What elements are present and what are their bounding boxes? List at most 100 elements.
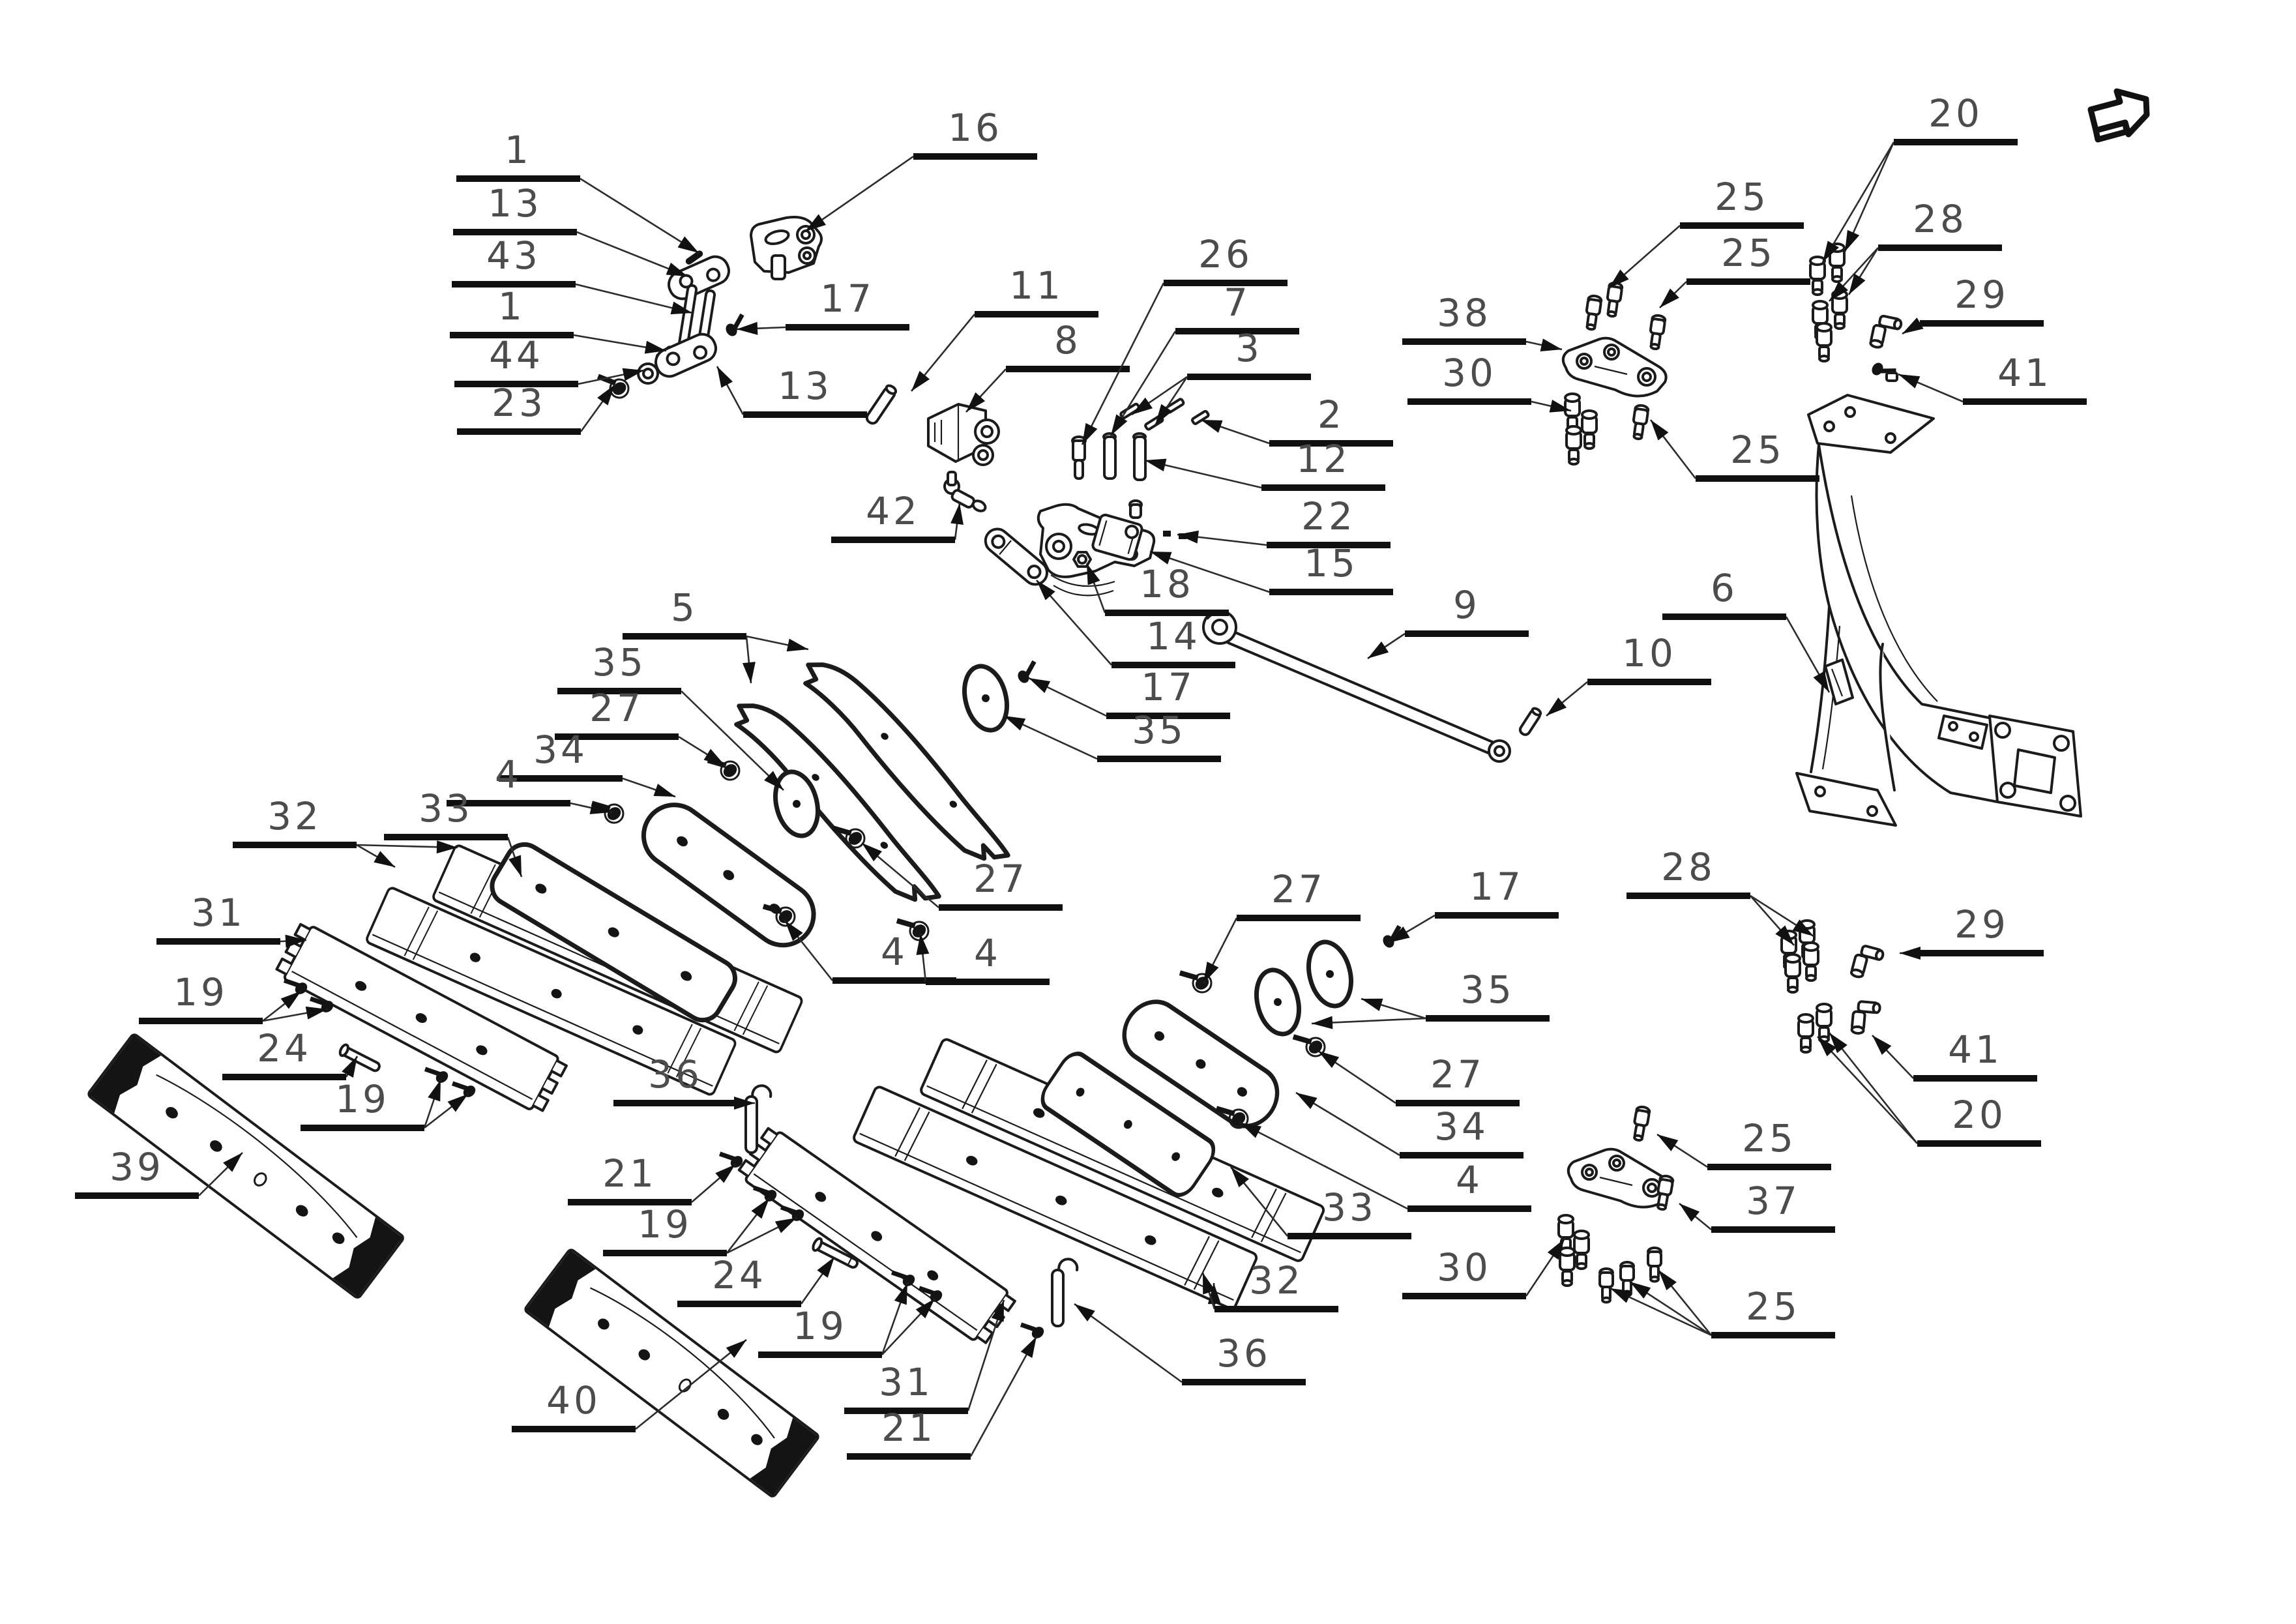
part-pin-24 (338, 1043, 381, 1072)
callout-9: 9 (1367, 583, 1529, 660)
callout-number: 32 (1249, 1258, 1304, 1303)
callout-28: 28 (1626, 845, 1814, 946)
part-bolt-41 (1870, 360, 1897, 383)
callout-number: 17 (1141, 665, 1196, 709)
callout-35: 35 (1311, 967, 1550, 1029)
callout-number: 35 (592, 640, 647, 685)
callout-24: 24 (677, 1253, 836, 1307)
callout-33: 33 (1229, 1166, 1411, 1239)
callout-number: 29 (1954, 902, 2009, 947)
callout-number: 11 (1009, 263, 1064, 308)
part-bracket-16 (750, 216, 823, 280)
callout-17: 17 (1028, 665, 1230, 719)
callout-number: 42 (866, 489, 920, 533)
callout-5: 5 (623, 585, 809, 684)
callout-number: 16 (948, 106, 1003, 150)
callout-number: 29 (1954, 273, 2009, 317)
callout-number: 35 (1460, 967, 1515, 1012)
callout-33: 33 (384, 786, 523, 878)
callout-number: 19 (173, 970, 228, 1014)
callout-number: 26 (1198, 232, 1253, 276)
callout-25: 25 (1649, 419, 1819, 482)
callout-19: 19 (301, 1077, 469, 1131)
part-bolt-25 (1583, 293, 1604, 332)
callout-number: 22 (1301, 494, 1356, 539)
callout-number: 34 (1434, 1104, 1489, 1149)
part-bracket-38 (1561, 336, 1668, 398)
callout-30: 30 (1402, 1238, 1566, 1299)
callout-4: 4 (916, 931, 1050, 985)
callout-number: 21 (602, 1151, 657, 1196)
callout-15: 15 (1149, 541, 1393, 595)
part-elbow-41 (1850, 999, 1882, 1037)
part-bolt-30 (1559, 1247, 1576, 1287)
callout-number: 14 (1146, 614, 1201, 658)
callout-number: 1 (505, 128, 532, 172)
part-elbow-29 (1849, 943, 1886, 983)
callout-14: 14 (1036, 580, 1235, 668)
part-washer-35 (1250, 966, 1305, 1039)
callout-12: 12 (1144, 437, 1385, 491)
callout-number: 36 (648, 1052, 703, 1097)
page-turn-arrow-icon (2087, 88, 2150, 143)
callout-11: 11 (910, 263, 1098, 392)
callout-number: 8 (1054, 318, 1082, 362)
part-link-plate-top (663, 251, 735, 304)
part-frame-6 (1795, 394, 2082, 827)
callout-25: 25 (1610, 1269, 1835, 1338)
callout-number: 30 (1442, 351, 1497, 395)
callout-number: 44 (489, 333, 544, 377)
callout-number: 31 (191, 891, 246, 935)
callout-7: 7 (1110, 280, 1299, 436)
callout-number: 1 (498, 284, 525, 329)
callout-number: 28 (1661, 845, 1716, 889)
callout-20: 20 (1821, 91, 2018, 263)
callout-number: 39 (110, 1145, 164, 1189)
callout-19: 19 (758, 1282, 935, 1358)
callout-29: 29 (1900, 902, 2044, 960)
callout-28: 28 (1829, 197, 2002, 302)
callout-number: 27 (589, 686, 644, 730)
callout-43: 43 (452, 233, 693, 315)
callout-number: 35 (1132, 708, 1186, 752)
callout-38: 38 (1402, 291, 1563, 351)
callout-23: 23 (457, 381, 616, 435)
callout-10: 10 (1546, 631, 1711, 717)
callout-number: 25 (1715, 175, 1769, 219)
callout-36: 36 (613, 1052, 755, 1110)
callout-number: 15 (1304, 541, 1359, 585)
callout-37: 37 (1679, 1179, 1835, 1233)
callout-39: 39 (75, 1145, 243, 1199)
callout-number: 4 (974, 931, 1001, 975)
callout-number: 4 (1456, 1158, 1483, 1202)
part-grease-fitting-42 (943, 471, 987, 512)
parts-layer (85, 88, 2150, 1499)
callout-number: 12 (1296, 437, 1351, 481)
callout-29: 29 (1902, 273, 2044, 335)
callout-number: 19 (638, 1202, 692, 1247)
callout-35: 35 (557, 640, 784, 791)
callout-8: 8 (965, 318, 1130, 413)
part-nut-bolt-20 (1816, 1003, 1832, 1043)
callout-number: 4 (881, 930, 908, 974)
part-bolt-25 (1598, 1267, 1614, 1304)
callout-number: 24 (712, 1253, 767, 1297)
callout-number: 18 (1140, 562, 1194, 606)
callout-number: 19 (335, 1077, 390, 1121)
callout-1: 1 (456, 128, 699, 254)
callout-number: 43 (486, 233, 541, 278)
part-washer-35 (958, 662, 1013, 735)
part-bolt-30 (1581, 409, 1598, 450)
part-nut-bolt-28 (1784, 953, 1801, 994)
callout-number: 33 (1322, 1185, 1377, 1230)
part-bolt-25 (1647, 313, 1668, 351)
callout-4: 4 (1239, 1121, 1531, 1212)
callout-1: 1 (450, 284, 667, 354)
callout-number: 2 (1317, 392, 1345, 437)
part-nut-18 (1072, 551, 1092, 568)
callout-25: 25 (1608, 175, 1804, 289)
callout-number: 3 (1235, 326, 1263, 370)
callout-number: 17 (1469, 864, 1524, 909)
callout-32: 32 (233, 794, 458, 868)
